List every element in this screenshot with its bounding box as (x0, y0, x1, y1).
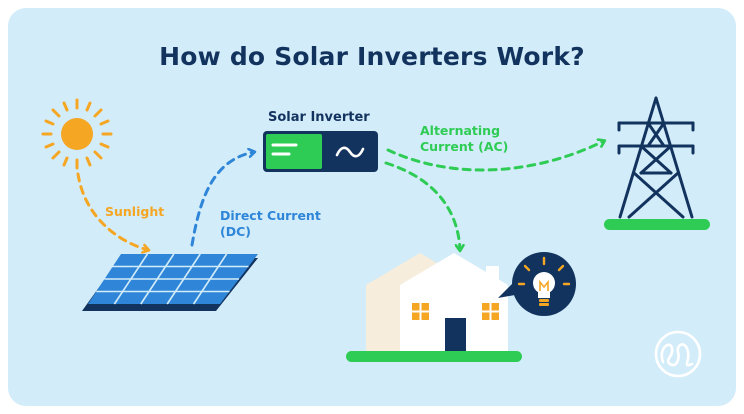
alternating-current-label-line1: Alternating (420, 123, 501, 138)
diagram-art (41, 96, 710, 378)
tower-ground (604, 219, 710, 230)
transmission-tower-icon (617, 96, 695, 219)
brand-logo-icon (654, 330, 702, 378)
dc-arrow (190, 152, 254, 247)
house-ground (346, 351, 522, 362)
light-bulb-icon (498, 252, 576, 316)
sun-icon (41, 98, 113, 170)
ac-arrow-grid (386, 141, 604, 172)
direct-current-label-line1: Direct Current (220, 208, 321, 223)
sunlight-arrow (76, 172, 148, 250)
house-icon (366, 253, 508, 356)
sunlight-label: Sunlight (105, 204, 165, 219)
direct-current-label-line2: (DC) (220, 224, 251, 239)
solar-inverter-label: Solar Inverter (268, 110, 370, 125)
solar-panel-icon (82, 253, 258, 311)
direct-current-label: Direct Current (DC) (220, 208, 321, 240)
page-title: How do Solar Inverters Work? (159, 42, 585, 71)
diagram-card: How do Solar Inverters Work? Sunlight Di… (8, 8, 736, 406)
ac-arrow-house (384, 161, 460, 250)
inverter-icon (263, 131, 378, 172)
alternating-current-label-line2: Current (AC) (420, 139, 509, 154)
alternating-current-label: Alternating Current (AC) (420, 123, 508, 155)
